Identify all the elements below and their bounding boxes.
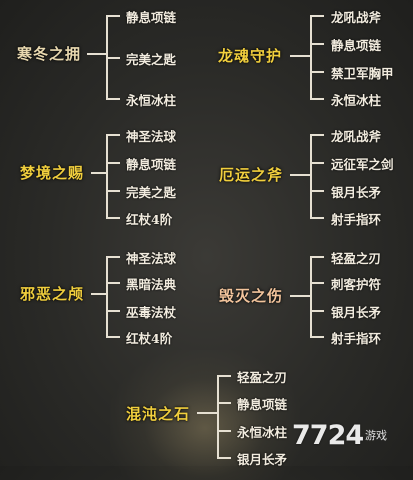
bracket-line <box>106 134 108 219</box>
set-title: 梦境之赐 <box>20 164 85 182</box>
branch-line <box>106 336 120 338</box>
branch-line <box>106 134 120 136</box>
item-label: 银月长矛 <box>331 305 382 320</box>
item-label: 静息项链 <box>331 38 382 53</box>
branch-line <box>217 402 231 404</box>
branch-line <box>217 457 231 459</box>
bracket-line <box>310 15 312 100</box>
item-label: 完美之匙 <box>126 52 177 67</box>
watermark-logo: 7724 <box>292 420 364 451</box>
item-label: 远征军之剑 <box>331 157 394 172</box>
set-title: 毁灭之伤 <box>219 287 284 305</box>
connector-line <box>290 295 311 297</box>
branch-line <box>310 134 324 136</box>
item-label: 永恒冰柱 <box>126 93 177 108</box>
item-label: 静息项链 <box>237 397 288 412</box>
branch-line <box>310 162 324 164</box>
branch-line <box>106 256 120 258</box>
item-label: 银月长矛 <box>237 452 288 467</box>
branch-line <box>310 98 324 100</box>
item-label: 静息项链 <box>126 157 177 172</box>
item-label: 黑暗法典 <box>126 277 177 292</box>
item-label: 静息项链 <box>126 10 177 25</box>
branch-line <box>310 282 324 284</box>
set-title: 寒冬之拥 <box>17 45 82 63</box>
watermark-sub: 游戏 <box>365 429 387 442</box>
branch-line <box>310 256 324 258</box>
branch-line <box>310 310 324 312</box>
item-label: 永恒冰柱 <box>237 425 288 440</box>
branch-line <box>106 15 120 17</box>
item-label: 龙吼战斧 <box>331 129 382 144</box>
item-label: 神圣法球 <box>126 251 177 266</box>
branch-line <box>106 217 120 219</box>
bracket-line <box>106 256 108 338</box>
item-label: 永恒冰柱 <box>331 93 382 108</box>
item-label: 红杖4阶 <box>126 212 173 227</box>
item-label: 红杖4阶 <box>126 331 173 346</box>
branch-line <box>310 217 324 219</box>
connector-line <box>91 172 107 174</box>
branch-line <box>310 43 324 45</box>
connector-line <box>290 55 311 57</box>
item-set-chart: 寒冬之拥 静息项链 完美之匙 永恒冰柱 龙魂守护 龙吼战斧 静息项链 禁卫军胸甲… <box>17 10 394 480</box>
connector-line <box>87 53 107 55</box>
branch-line <box>106 310 120 312</box>
branch-line <box>106 98 120 100</box>
branch-line <box>310 71 324 73</box>
branch-line <box>217 430 231 432</box>
item-label: 龙吼战斧 <box>331 10 382 25</box>
bracket-line <box>310 134 312 219</box>
branch-line <box>106 190 120 192</box>
branch-line <box>106 162 120 164</box>
branch-line <box>217 375 231 377</box>
item-label: 轻盈之刃 <box>237 370 288 385</box>
item-label: 完美之匙 <box>126 185 177 200</box>
branch-line <box>310 190 324 192</box>
connector-line <box>197 412 218 414</box>
item-label: 禁卫军胸甲 <box>331 66 394 81</box>
item-label: 银月长矛 <box>331 185 382 200</box>
connector-line <box>91 293 107 295</box>
branch-line <box>310 336 324 338</box>
branch-line <box>310 15 324 17</box>
item-label: 巫毒法杖 <box>126 305 177 320</box>
item-label: 刺客护符 <box>331 277 382 292</box>
set-title: 厄运之斧 <box>219 166 284 184</box>
branch-line <box>106 282 120 284</box>
set-title: 龙魂守护 <box>218 47 283 65</box>
item-label: 射手指环 <box>331 331 382 346</box>
set-title: 邪恶之颅 <box>20 285 85 303</box>
branch-line <box>106 57 120 59</box>
background-glow <box>110 350 300 480</box>
set-title: 混沌之石 <box>126 405 191 423</box>
bracket-line <box>310 256 312 338</box>
connector-line <box>290 174 311 176</box>
item-label: 轻盈之刃 <box>331 251 382 266</box>
item-label: 射手指环 <box>331 212 382 227</box>
item-label: 神圣法球 <box>126 129 177 144</box>
bracket-line <box>217 375 219 459</box>
